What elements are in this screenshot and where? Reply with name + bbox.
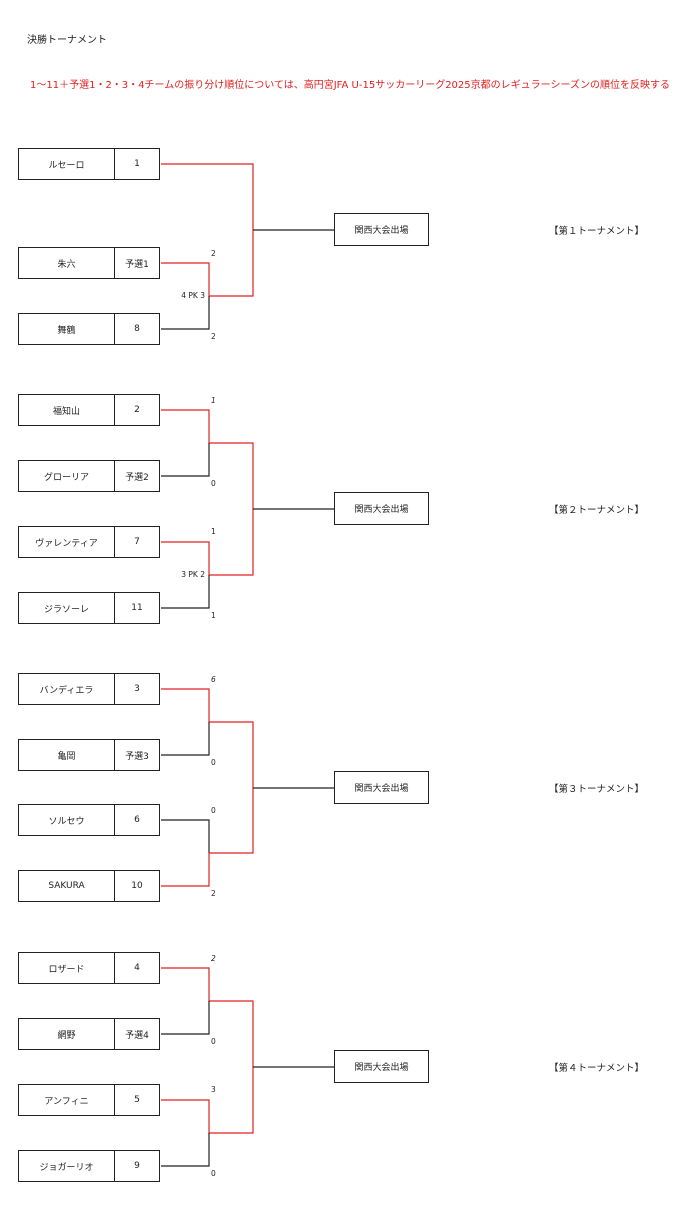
team-seed: 7 — [134, 537, 140, 547]
team-name: ソルセウ — [19, 805, 115, 835]
tournament-label: 【第２トーナメント】 — [549, 505, 645, 516]
bracket-line — [161, 409, 254, 509]
destination-box: 関西大会出場 — [334, 492, 429, 525]
team-name: バンディエラ — [19, 674, 115, 704]
tournament-label: 【第３トーナメント】 — [549, 784, 645, 795]
team-row: ジョガーリオ 9 — [18, 1150, 160, 1182]
bracket-line — [161, 688, 254, 788]
team-name: グローリア — [19, 461, 115, 491]
team-seed: 予選3 — [125, 751, 149, 762]
team-seed: 4 — [134, 963, 140, 973]
team-row: 福知山 2 — [18, 394, 160, 426]
pk-score: 3 PK 2 — [181, 570, 205, 579]
team-name: ジラソーレ — [19, 593, 115, 623]
team-row: グローリア 予選2 — [18, 460, 160, 492]
team-name: ロザード — [19, 953, 115, 983]
match-score: 1 — [211, 396, 216, 405]
bracket-line — [161, 819, 210, 853]
tournament-label: 【第４トーナメント】 — [549, 1063, 645, 1074]
team-seed: 予選2 — [125, 472, 149, 483]
bracket-line — [161, 967, 254, 1067]
match-score: 0 — [211, 1037, 216, 1046]
match-score: 1 — [211, 611, 216, 620]
match-score: 0 — [211, 806, 216, 815]
team-name: 福知山 — [19, 395, 115, 425]
team-name: 舞鶴 — [19, 314, 115, 344]
match-score: 2 — [211, 889, 216, 898]
bracket-line — [161, 163, 254, 230]
team-row: SAKURA 10 — [18, 870, 160, 902]
match-score: 0 — [211, 479, 216, 488]
team-row: ルセーロ 1 — [18, 148, 160, 180]
team-name: ヴァレンティア — [19, 527, 115, 557]
bracket-line — [161, 296, 210, 330]
team-seed: 9 — [134, 1161, 140, 1171]
match-score: 0 — [211, 1169, 216, 1178]
team-name: ジョガーリオ — [19, 1151, 115, 1181]
team-seed: 3 — [134, 684, 140, 694]
bracket-line — [161, 509, 254, 576]
team-row: バンディエラ 3 — [18, 673, 160, 705]
bracket-line — [161, 1067, 254, 1134]
bracket-line — [161, 1001, 210, 1035]
match-score: 0 — [211, 758, 216, 767]
team-row: ロザード 4 — [18, 952, 160, 984]
seeding-note: 1〜11＋予選1・2・3・4チームの振り分け順位については、高円宮JFA U-1… — [30, 80, 670, 91]
team-name: 亀岡 — [19, 740, 115, 770]
team-row: ソルセウ 6 — [18, 804, 160, 836]
team-seed: 5 — [134, 1095, 140, 1105]
page-title: 決勝トーナメント — [27, 35, 107, 46]
match-score: 2 — [211, 954, 216, 963]
match-score: 3 — [211, 1085, 216, 1094]
team-row: 網野 予選4 — [18, 1018, 160, 1050]
team-seed: 11 — [131, 603, 143, 613]
team-seed: 2 — [134, 405, 140, 415]
team-name: 網野 — [19, 1019, 115, 1049]
team-row: 亀岡 予選3 — [18, 739, 160, 771]
team-seed: 予選4 — [125, 1030, 149, 1041]
bracket-line — [161, 1133, 210, 1167]
pk-score: 4 PK 3 — [181, 291, 205, 300]
team-row: ジラソーレ 11 — [18, 592, 160, 624]
bracket-line — [161, 443, 210, 477]
destination-box: 関西大会出場 — [334, 1050, 429, 1083]
team-row: 朱六 予選1 — [18, 247, 160, 279]
team-row: ヴァレンティア 7 — [18, 526, 160, 558]
tournament-label: 【第１トーナメント】 — [549, 226, 645, 237]
team-name: ルセーロ — [19, 149, 115, 179]
team-seed: 予選1 — [125, 259, 149, 270]
team-name: 朱六 — [19, 248, 115, 278]
match-score: 2 — [211, 332, 216, 341]
team-name: SAKURA — [19, 871, 115, 901]
bracket-line — [161, 788, 254, 887]
match-score: 2 — [211, 249, 216, 258]
team-row: アンフィニ 5 — [18, 1084, 160, 1116]
team-seed: 10 — [131, 881, 143, 891]
match-score: 6 — [211, 675, 216, 684]
destination-box: 関西大会出場 — [334, 213, 429, 246]
bracket-line — [161, 722, 210, 756]
team-seed: 1 — [134, 159, 140, 169]
team-row: 舞鶴 8 — [18, 313, 160, 345]
bracket-line — [161, 230, 254, 297]
team-name: アンフィニ — [19, 1085, 115, 1115]
team-seed: 6 — [134, 815, 140, 825]
match-score: 1 — [211, 527, 216, 536]
destination-box: 関西大会出場 — [334, 771, 429, 804]
bracket-line — [161, 575, 210, 609]
team-seed: 8 — [134, 324, 140, 334]
